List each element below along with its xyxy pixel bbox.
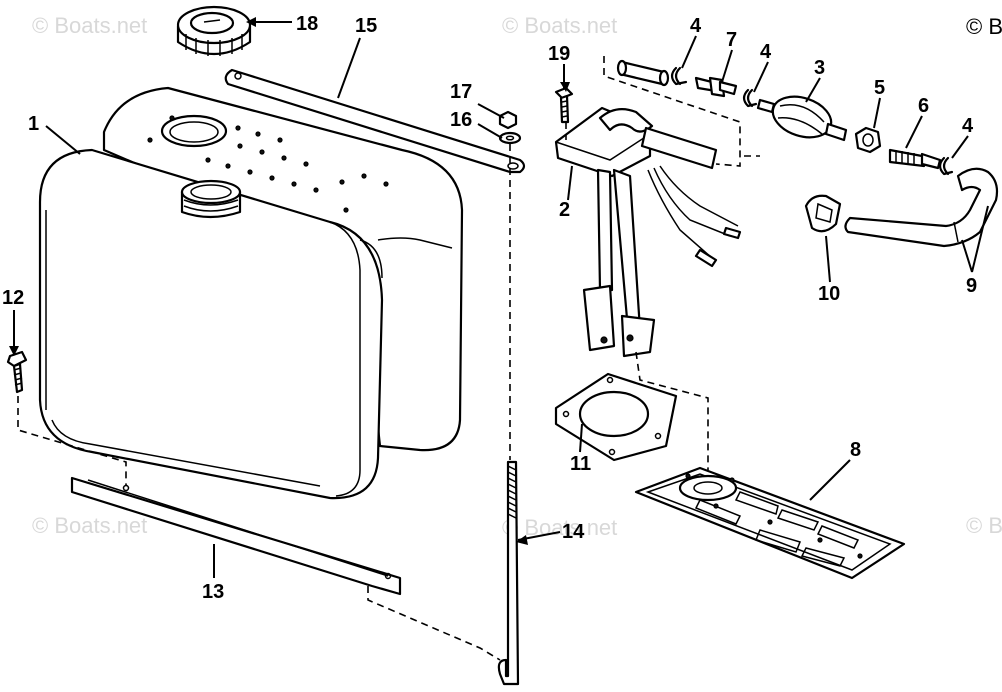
callout-labels: 1 2 3 4 4 4 5 6 7 8 9 10 11 12 13 14 15 … (2, 13, 977, 603)
tank-strap (224, 68, 526, 174)
nut (854, 126, 882, 154)
leader-lines (13, 21, 989, 578)
washer-and-nut (498, 110, 522, 145)
connector (888, 148, 942, 170)
callout-12: 12 (2, 287, 24, 309)
callout-11: 11 (570, 453, 591, 475)
fuel-hose (844, 167, 999, 248)
callout-8: 8 (850, 439, 861, 461)
primer-bulb (756, 95, 848, 142)
assembly-guide-lines (17, 56, 760, 661)
watermark: © Boats.net (502, 13, 617, 38)
mounting-bracket (70, 476, 402, 596)
hose-clamp (742, 88, 758, 108)
watermarks: © Boats.net © Boats.net © Boats.net © Bo… (32, 13, 1002, 540)
callout-7: 7 (726, 29, 737, 51)
fuel-gauge-pickup (554, 106, 742, 358)
copyright-mark: © B (966, 14, 1002, 39)
callout-2: 2 (559, 199, 570, 221)
arrowheads (9, 17, 570, 545)
callout-4: 4 (962, 115, 974, 137)
screw (6, 350, 28, 394)
callout-3: 3 (814, 57, 825, 79)
filler-cap-with-gauge (176, 5, 252, 56)
callout-14: 14 (562, 521, 585, 543)
callout-19: 19 (548, 43, 570, 65)
callout-13: 13 (202, 581, 224, 603)
callout-5: 5 (874, 77, 885, 99)
callout-18: 18 (296, 13, 318, 35)
hose-clamp (670, 66, 688, 86)
watermark: © Boats.net (502, 515, 617, 540)
check-valve (694, 76, 738, 98)
baffle (634, 466, 906, 580)
screw (554, 86, 574, 124)
callout-17: 17 (450, 81, 472, 103)
watermark: © Boats.net (32, 13, 147, 38)
watermark: © Boats.net (32, 513, 147, 538)
gasket (554, 372, 678, 462)
hose-clip (804, 194, 842, 233)
callout-15: 15 (355, 15, 377, 37)
callout-9: 9 (966, 275, 977, 297)
callout-1: 1 (28, 113, 39, 135)
short-hose (616, 59, 670, 87)
callout-4: 4 (760, 41, 772, 63)
callout-10: 10 (818, 283, 840, 305)
callout-16: 16 (450, 109, 472, 131)
hold-down-rod (497, 460, 520, 686)
callout-4: 4 (690, 15, 702, 37)
hose-clamp (938, 156, 954, 176)
fuel-tank (38, 86, 464, 500)
watermark: © B (966, 513, 1002, 538)
callout-6: 6 (918, 95, 929, 117)
